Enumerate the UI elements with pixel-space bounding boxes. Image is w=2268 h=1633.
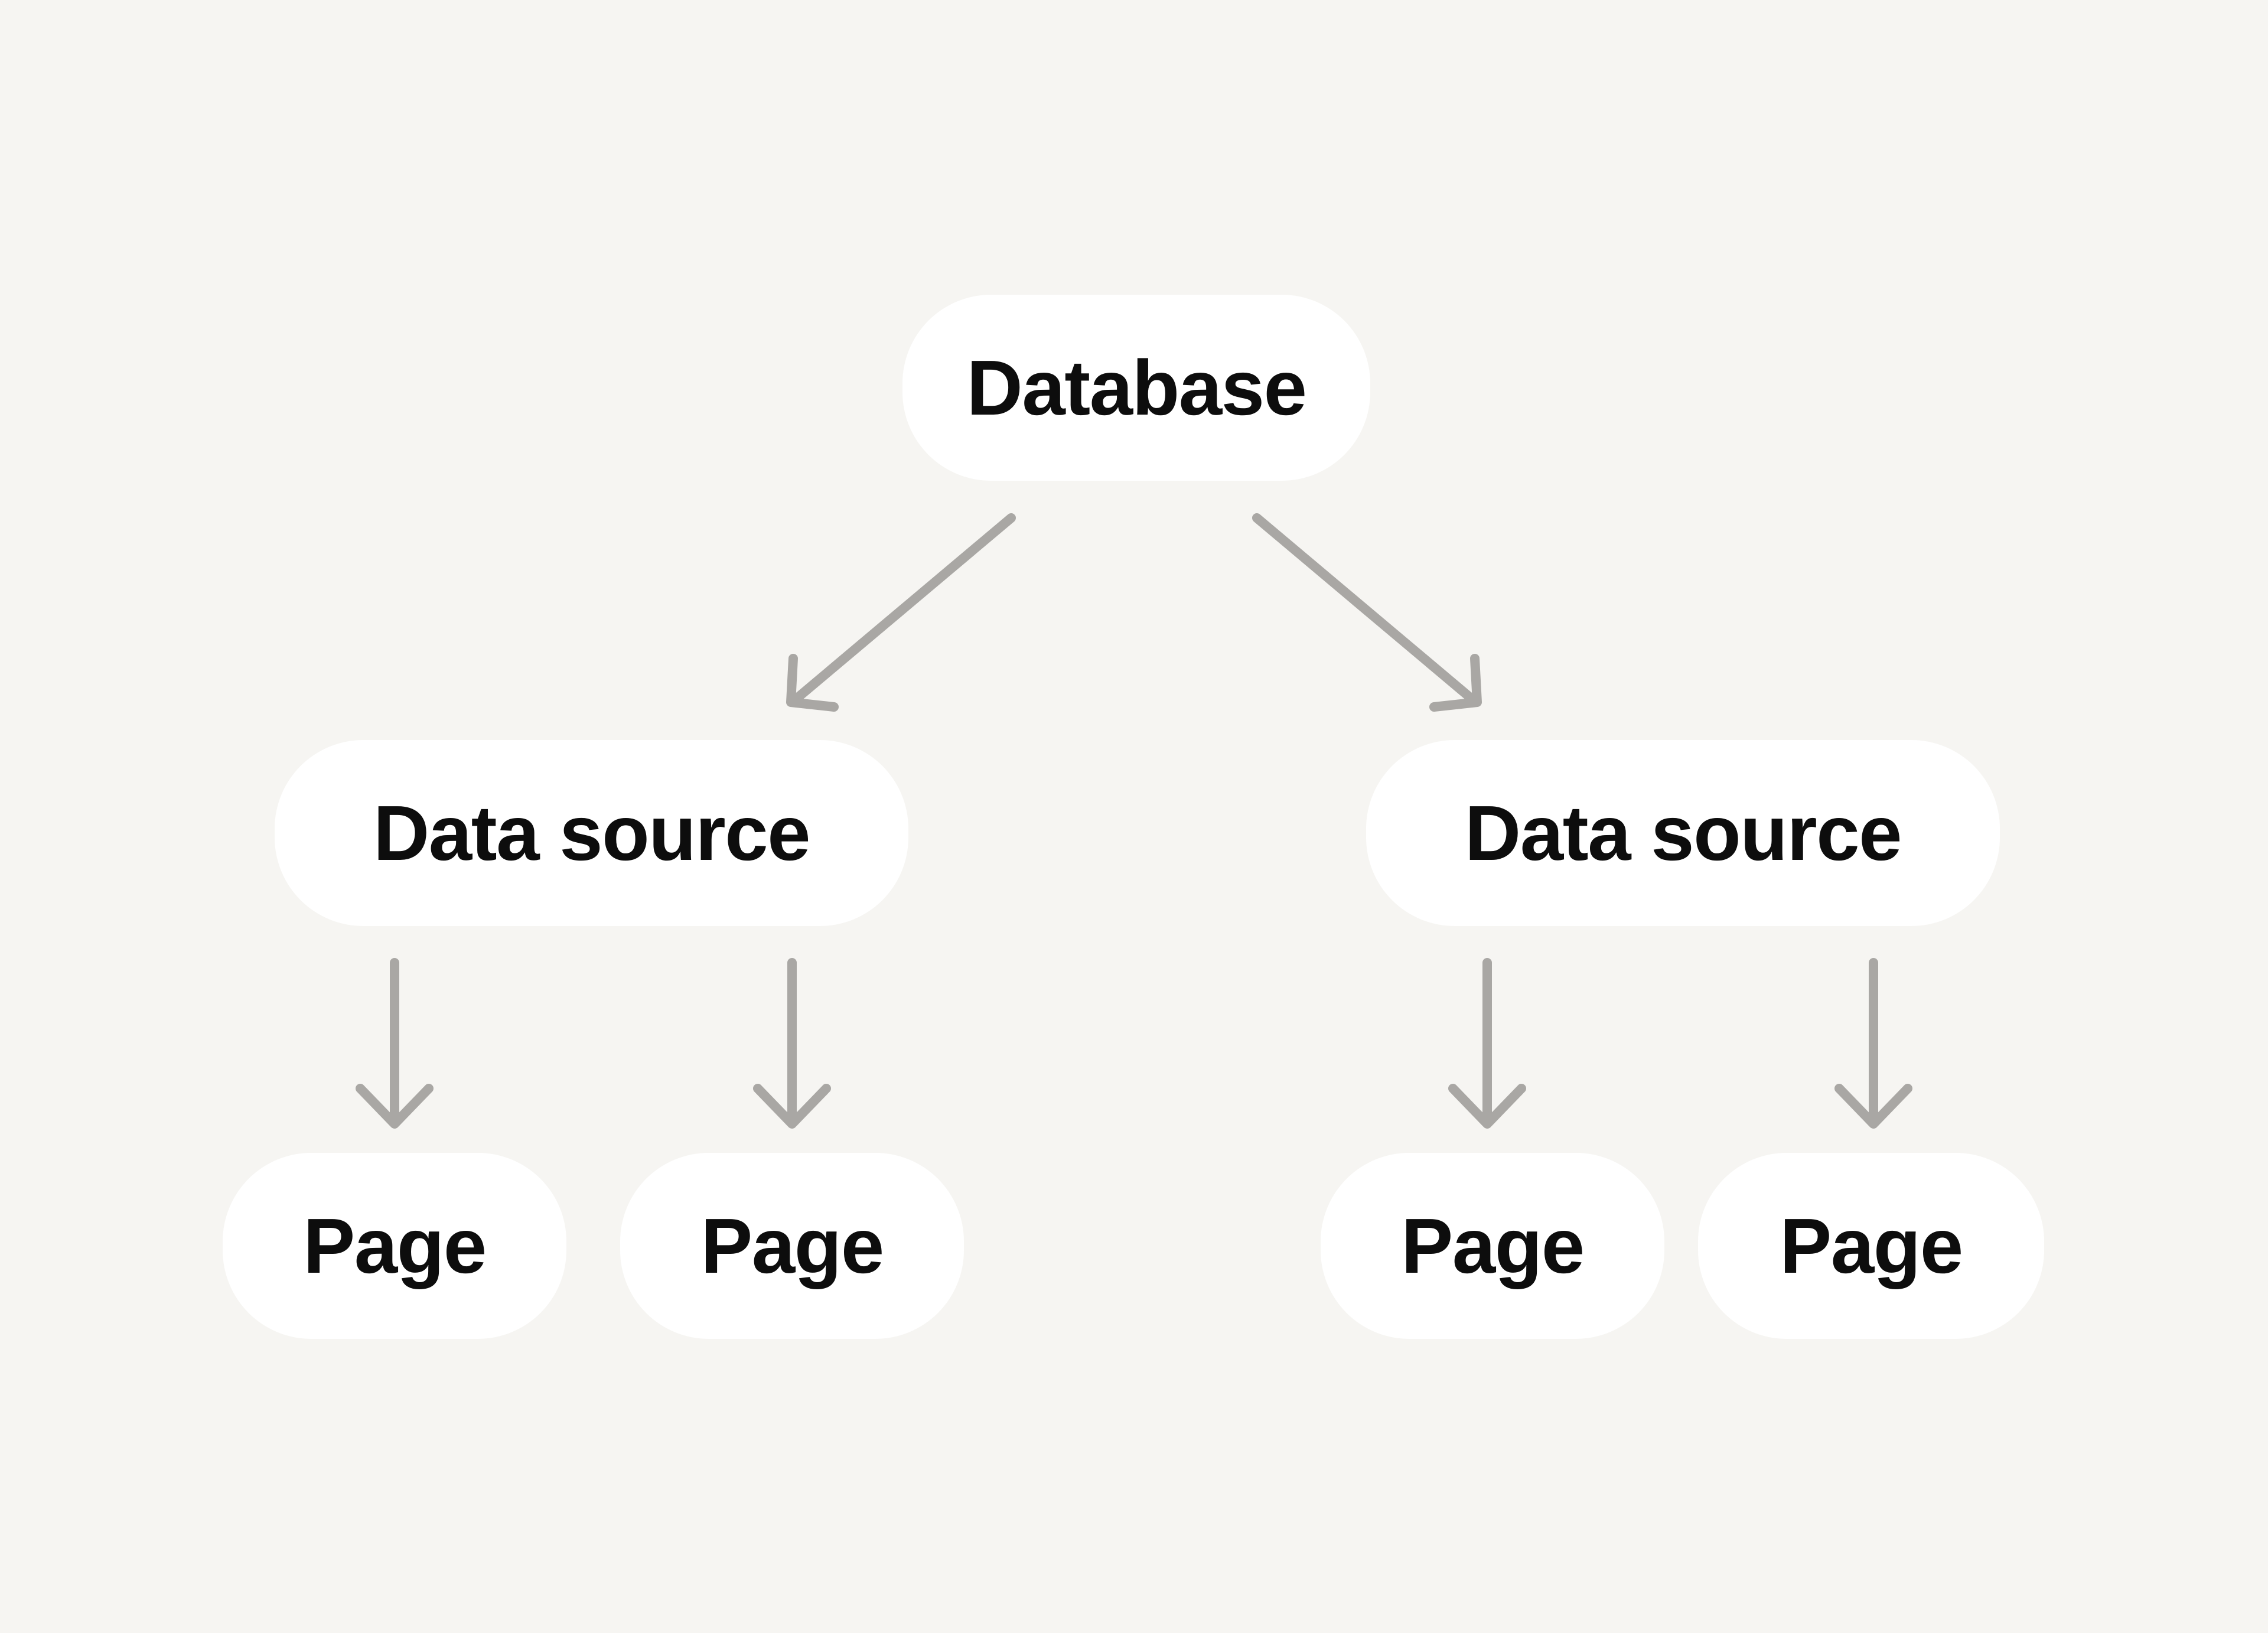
arrow-head-icon xyxy=(753,1084,831,1129)
node-page-right-1-label: Page xyxy=(1401,1202,1585,1289)
node-page-right-2: Page xyxy=(1698,1153,2044,1339)
node-page-left-2: Page xyxy=(620,1153,964,1339)
arrow-data-source-right-to-page-4 xyxy=(1834,958,1912,1129)
arrow-head-icon xyxy=(1429,654,1482,712)
node-data-source-left-label: Data source xyxy=(373,789,811,876)
node-database-label: Database xyxy=(966,344,1307,431)
node-page-left-2-label: Page xyxy=(700,1202,884,1289)
node-database: Database xyxy=(902,295,1370,481)
arrow-shaft xyxy=(794,513,1016,702)
arrow-shaft xyxy=(1252,513,1474,702)
arrow-database-to-data-source-right xyxy=(1252,513,1482,712)
arrow-head-icon xyxy=(786,654,839,712)
node-page-right-1: Page xyxy=(1321,1153,1664,1339)
arrow-data-source-right-to-page-3 xyxy=(1448,958,1526,1129)
arrow-database-to-data-source-left xyxy=(786,513,1016,712)
node-data-source-right-label: Data source xyxy=(1464,789,1902,876)
node-page-left-1-label: Page xyxy=(303,1202,487,1289)
node-page-left-1: Page xyxy=(223,1153,566,1339)
arrow-head-icon xyxy=(1448,1084,1526,1129)
arrow-data-source-left-to-page-1 xyxy=(356,958,434,1129)
arrow-data-source-left-to-page-2 xyxy=(753,958,831,1129)
arrow-head-icon xyxy=(356,1084,434,1129)
node-data-source-right: Data source xyxy=(1366,740,2000,926)
node-page-right-2-label: Page xyxy=(1780,1202,1963,1289)
node-data-source-left: Data source xyxy=(275,740,908,926)
arrow-head-icon xyxy=(1834,1084,1912,1129)
